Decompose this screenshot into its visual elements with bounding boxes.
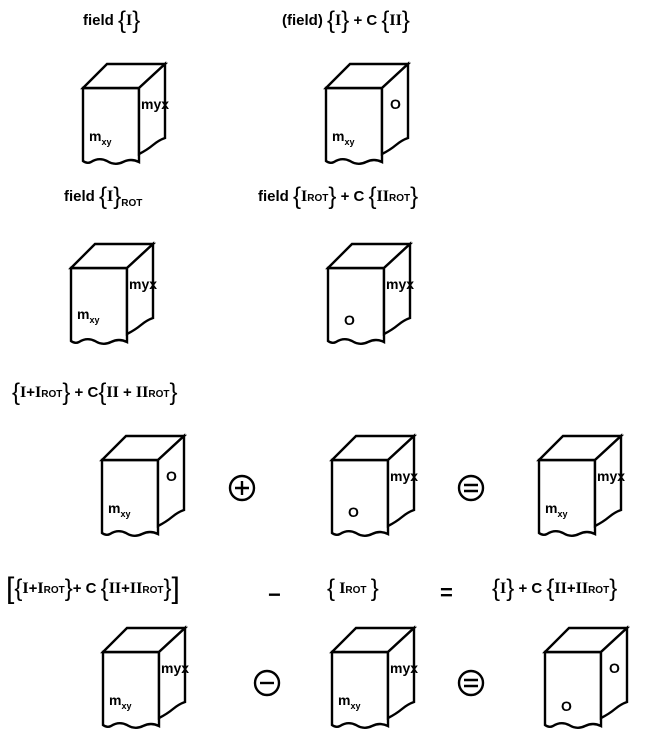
block-zero-myx-3: O myx: [330, 432, 419, 538]
label-I-plus-C-II-plus-IIrot: {I} + C {II+IIROT}: [492, 575, 618, 602]
mxy-label: mxy: [89, 128, 112, 147]
zero-label: O: [609, 660, 620, 676]
mxy-label: mxy: [338, 692, 361, 711]
zero-label: O: [348, 504, 359, 520]
plus-operator-icon: [227, 473, 257, 503]
mxy-label: mxy: [77, 306, 100, 325]
block-zero-zero-4: O O: [543, 624, 629, 730]
block-mxy-zero-3: mxy O: [100, 432, 186, 538]
mxy-label: mxy: [545, 500, 568, 519]
myx-label: myx: [597, 468, 626, 484]
zero-label: O: [166, 468, 177, 484]
label-field-I-rot: field {I}ROT: [64, 183, 143, 210]
label-field-I-plus-C-II: (field) {I} + C {II}: [282, 7, 410, 34]
label-combined-minus-Irot: [{I+IROT}+ C {II+IIROT}]: [6, 572, 180, 605]
block-mxy-myx-3: mxy myx: [537, 432, 626, 538]
mxy-label: mxy: [332, 128, 355, 147]
minus-operator-icon: [252, 668, 282, 698]
mxy-label: mxy: [108, 500, 131, 519]
label-field-Irot-plus-C-IIrot: field {IROT} + C {IIROT}: [258, 183, 419, 210]
equals-operator-icon: [456, 473, 486, 503]
myx-label: myx: [390, 468, 419, 484]
label-I-plus-Irot-plus-C: {I+IROT} + C{II + IIROT}: [12, 379, 178, 406]
zero-label: O: [390, 96, 401, 112]
equals-operator-icon: [456, 668, 486, 698]
block-mxy-myx-4a: mxy myx: [101, 624, 190, 730]
block-mxy-zero-1: mxy O: [324, 60, 410, 166]
myx-label: myx: [141, 96, 170, 112]
myx-label: myx: [161, 660, 190, 676]
myx-label: myx: [129, 276, 158, 292]
block-mxy-myx-2: mxy myx: [69, 240, 158, 346]
myx-label: myx: [390, 660, 419, 676]
mxy-label: mxy: [109, 692, 132, 711]
zero-label: O: [561, 698, 572, 714]
block-mxy-myx-1: mxy myx: [81, 60, 170, 166]
myx-label: myx: [386, 276, 415, 292]
label-Irot: { IROT }: [327, 575, 379, 602]
label-field-I: field {I}: [83, 7, 141, 34]
block-mxy-myx-4b: mxy myx: [330, 624, 419, 730]
zero-label: O: [344, 312, 355, 328]
block-zero-myx-2: O myx: [326, 240, 415, 346]
equals-sign: =: [440, 580, 453, 605]
minus-sign: −: [268, 582, 281, 607]
